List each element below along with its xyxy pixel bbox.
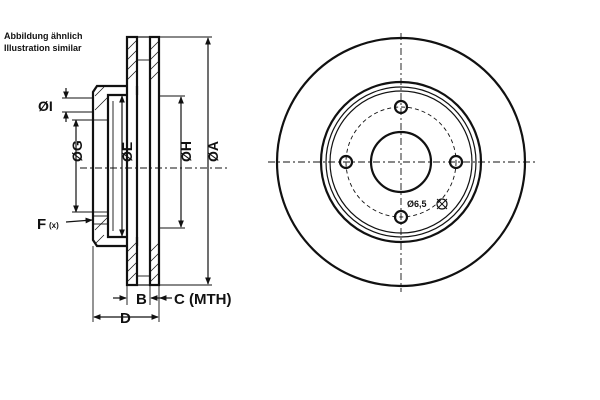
label-c-mth: C (MTH) — [174, 291, 231, 308]
caption-line-2: Illustration similar — [4, 43, 82, 53]
label-f: F — [37, 216, 46, 233]
hat-step — [329, 90, 473, 234]
label-dia-h: ØH — [178, 141, 194, 162]
centre-bore — [369, 130, 433, 194]
label-bolt-hole: Ø6,5 — [407, 199, 427, 209]
label-dia-i: ØI — [38, 98, 53, 114]
bolt-hole-left — [338, 154, 354, 170]
bolt-hole-top — [393, 99, 409, 115]
bolt-circle — [345, 106, 457, 218]
label-dia-e: ØE — [119, 142, 135, 162]
outer-friction-plate — [125, 35, 139, 287]
label-f-sub: (x) — [49, 221, 59, 230]
disc-outer-edge — [275, 36, 527, 288]
label-b: B — [136, 291, 147, 308]
label-d: D — [120, 310, 131, 327]
front-view: Ø6,5 — [268, 33, 535, 292]
inner-friction-plate — [148, 35, 161, 287]
hat-outer-edge — [325, 86, 477, 238]
hub-hat-profile — [91, 84, 139, 248]
side-view: ØI ØG ØE ØH ØA F (x) B C (MTH) D — [37, 35, 231, 327]
label-dia-a: ØA — [205, 141, 221, 162]
hatching-hub — [94, 86, 109, 245]
locating-hole — [436, 198, 448, 210]
hatching-bottom — [126, 241, 160, 283]
label-dia-g: ØG — [69, 140, 85, 162]
bolt-hole-bottom — [393, 209, 409, 225]
friction-ring-inner-edge — [319, 80, 483, 244]
hatching-top — [126, 39, 160, 81]
caption-line-1: Abbildung ähnlich — [4, 31, 83, 41]
bolt-hole-right — [448, 154, 464, 170]
